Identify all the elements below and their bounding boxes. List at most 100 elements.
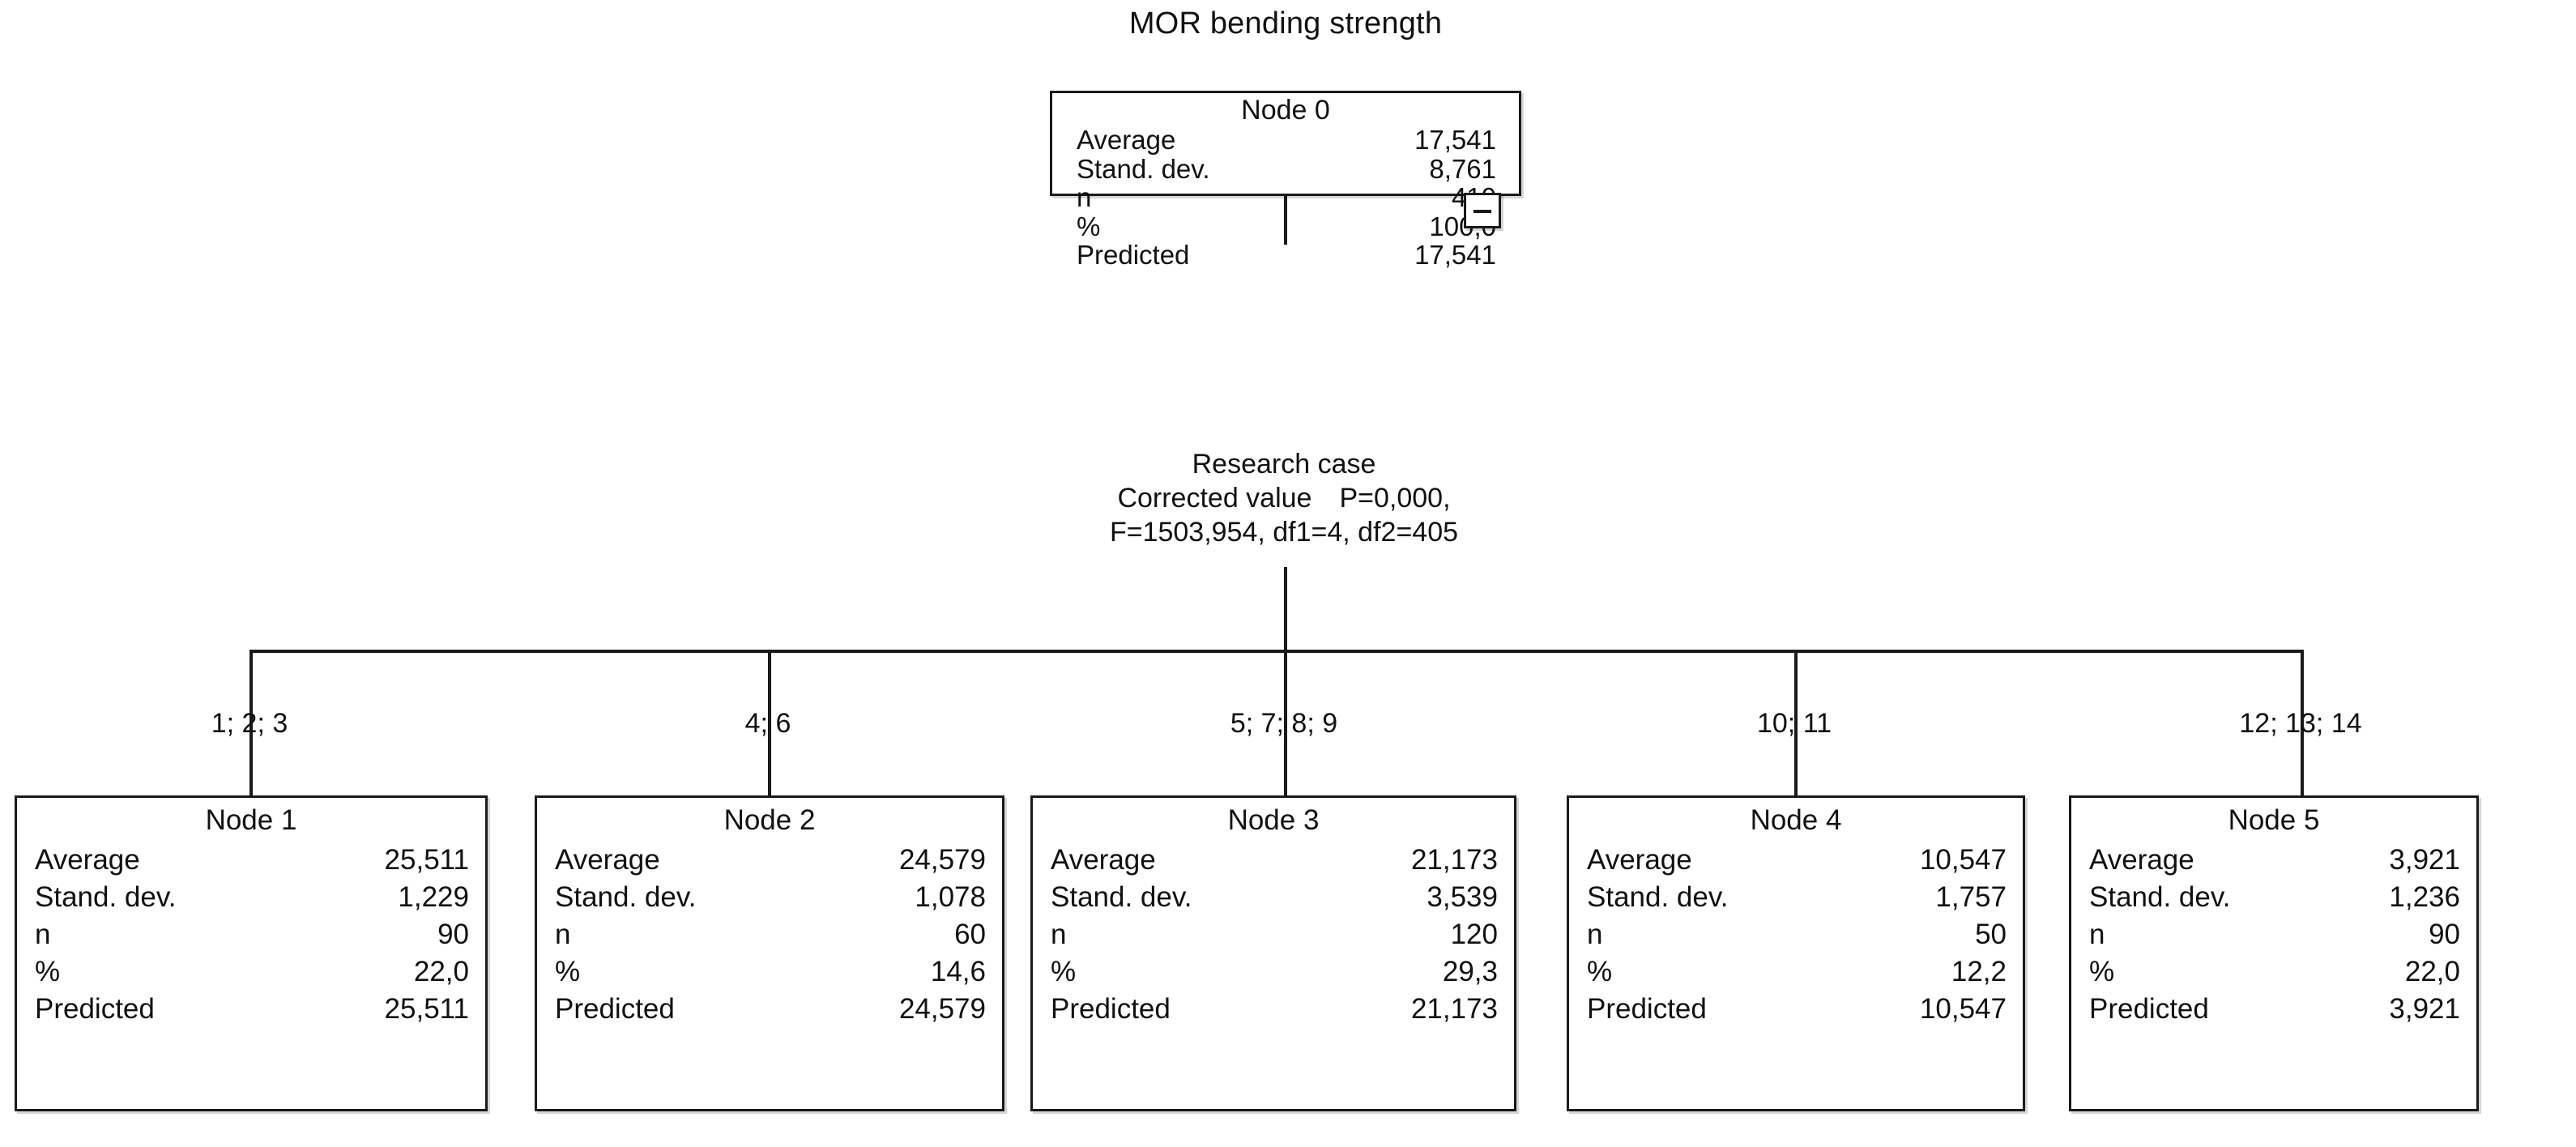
connector-root-stem [1284,196,1287,245]
connector-drop-node-5 [2301,650,2304,795]
node-1-stats: Average 25,511 Stand. dev. 1,229 n 90 % … [17,837,485,1028]
collapse-node-0-button[interactable] [1464,193,1501,228]
node-0-row-average: Average 17,541 [1077,126,1501,155]
node-5-row-average: Average 3,921 [2089,842,2460,879]
connector-bus [249,650,2302,653]
tree-node-5[interactable]: Node 5 Average 3,921 Stand. dev. 1,236 n… [2069,795,2479,1111]
stat-value: 1,078 [915,881,986,913]
stat-value: 8,761 [1429,153,1496,184]
connector-drop-node-1 [249,650,253,795]
node-0-title: Node 0 [1241,95,1330,126]
split-p-value: P=0,000, [1339,483,1451,514]
tree-node-1[interactable]: Node 1 Average 25,511 Stand. dev. 1,229 … [15,795,488,1111]
stat-key: n [1587,919,1603,950]
stat-key: Predicted [1587,993,1707,1025]
stat-key: % [35,956,61,987]
node-4-row-n: n 50 [1587,916,2007,953]
stat-value: 1,236 [2389,881,2460,913]
node-1-title: Node 1 [205,804,297,836]
node-0-row-stddev: Stand. dev. 8,761 [1077,153,1501,184]
split-test-statistics: F=1503,954, df1=4, df2=405 [1109,517,1459,548]
stat-value: 22,0 [413,956,469,987]
node-0-row-n: n 410 [1077,183,1501,212]
node-2-title: Node 2 [723,804,816,836]
tree-node-2[interactable]: Node 2 Average 24,579 Stand. dev. 1,078 … [535,795,1004,1111]
stat-value: 21,173 [1410,844,1498,876]
stat-value: 12,2 [1951,956,2007,987]
node-4-stats: Average 10,547 Stand. dev. 1,757 n 50 % … [1569,837,2023,1028]
node-4-row-stddev: Stand. dev. 1,757 [1587,879,2007,916]
node-5-row-predicted: Predicted 3,921 [2089,991,2460,1028]
stat-key: n [1051,919,1067,950]
node-5-stats: Average 3,921 Stand. dev. 1,236 n 90 % 2… [2071,837,2476,1028]
stat-key: Stand. dev. [1587,881,1729,913]
stat-value: 25,511 [384,993,469,1025]
stat-key: Average [1077,125,1176,155]
stat-key: Predicted [555,993,675,1025]
node-3-title: Node 3 [1227,804,1320,836]
stat-key: Stand. dev. [35,881,177,913]
stat-key: Stand. dev. [1077,153,1210,184]
node-3-row-predicted: Predicted 21,173 [1051,991,1498,1028]
stat-value: 90 [437,919,469,950]
split-adjustment: Corrected value [1117,483,1312,514]
node-1-row-average: Average 25,511 [35,842,469,879]
node-1-row-percent: % 22,0 [35,953,469,991]
tree-node-3[interactable]: Node 3 Average 21,173 Stand. dev. 3,539 … [1030,795,1516,1111]
stat-key: Predicted [1077,240,1190,270]
connector-split-stem [1284,567,1287,651]
stat-value: 3,921 [2389,993,2460,1025]
connector-drop-node-4 [1794,650,1798,795]
node-0-row-predicted: Predicted 17,541 [1077,241,1501,270]
stat-value: 24,579 [898,844,986,876]
stat-value: 22,0 [2404,956,2460,987]
node-0-row-percent: % 100,0 [1077,211,1501,241]
node-5-row-percent: % 22,0 [2089,953,2460,991]
node-4-title: Node 4 [1750,804,1842,836]
node-1-row-n: n 90 [35,916,469,953]
stat-key: Average [35,844,140,876]
node-3-stats: Average 21,173 Stand. dev. 3,539 n 120 %… [1033,837,1514,1028]
branch-label-node-1: 1; 2; 3 [211,708,288,739]
node-2-row-average: Average 24,579 [555,842,986,879]
stat-value: 29,3 [1442,956,1498,987]
stat-key: % [555,956,581,987]
node-4-row-average: Average 10,547 [1587,842,2007,879]
connector-drop-node-2 [768,650,771,795]
node-2-row-predicted: Predicted 24,579 [555,991,986,1028]
node-5-title: Node 5 [2228,804,2320,836]
stat-key: Average [1587,844,1692,876]
stat-value: 25,511 [384,844,469,876]
stat-key: Stand. dev. [2089,881,2231,913]
stat-key: Stand. dev. [555,881,697,913]
stat-key: n [2089,919,2105,950]
tree-node-0[interactable]: Node 0 Average 17,541 Stand. dev. 8,761 … [1050,91,1521,269]
tree-node-4[interactable]: Node 4 Average 10,547 Stand. dev. 1,757 … [1567,795,2025,1111]
stat-key: n [35,919,51,950]
stat-key: Predicted [35,993,155,1025]
stat-key: n [1077,182,1092,212]
node-3-row-n: n 120 [1051,916,1498,953]
stat-key: Stand. dev. [1051,881,1192,913]
stat-value: 90 [2429,919,2460,950]
connector-drop-node-3 [1284,650,1287,795]
stat-value: 24,579 [898,993,986,1025]
stat-key: % [1077,211,1101,241]
stat-key: Predicted [1051,993,1171,1025]
stat-value: 14,6 [930,956,986,987]
node-3-row-average: Average 21,173 [1051,842,1498,879]
node-5-row-n: n 90 [2089,916,2460,953]
node-4-row-predicted: Predicted 10,547 [1587,991,2007,1028]
stat-key: Average [2089,844,2194,876]
stat-value: 21,173 [1410,993,1498,1025]
node-4-row-percent: % 12,2 [1587,953,2007,991]
node-1-row-stddev: Stand. dev. 1,229 [35,879,469,916]
branch-label-node-4: 10; 11 [1756,708,1832,739]
node-3-row-percent: % 29,3 [1051,953,1498,991]
stat-value: 60 [954,919,986,950]
stat-value: 10,547 [1919,844,2007,876]
branch-label-node-3: 5; 7; 8; 9 [1230,708,1338,739]
stat-value: 50 [1975,919,2007,950]
stat-value: 3,539 [1427,881,1498,913]
